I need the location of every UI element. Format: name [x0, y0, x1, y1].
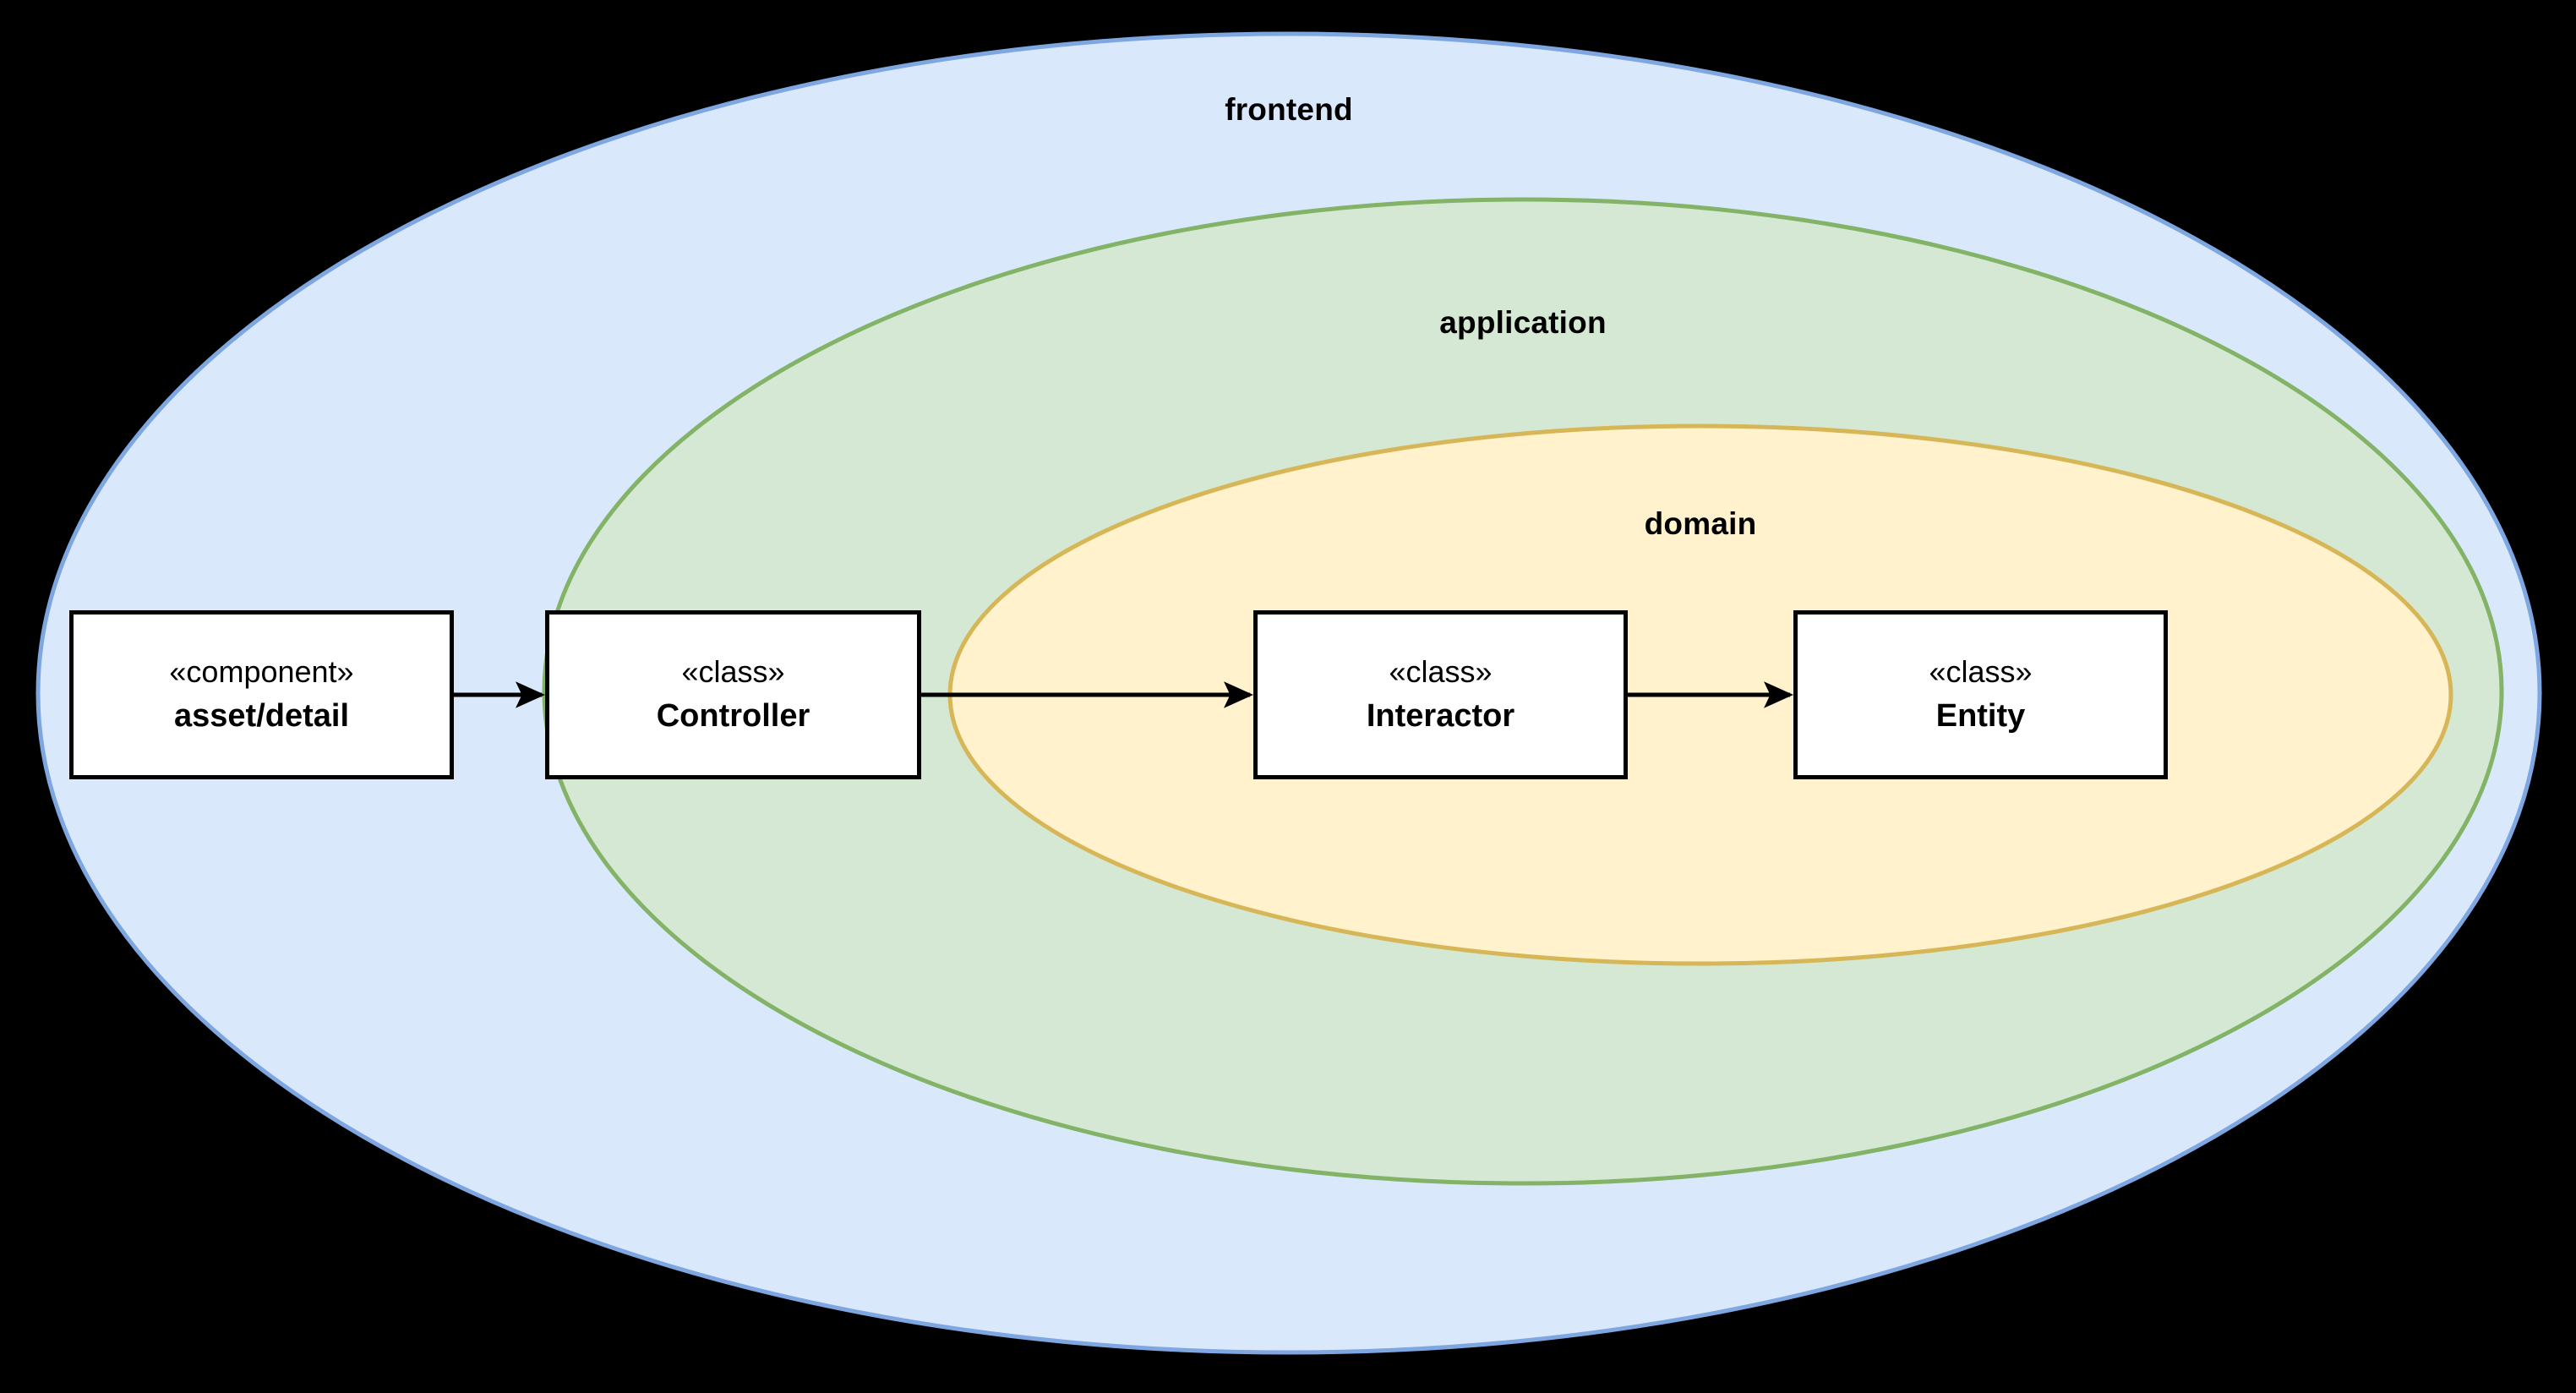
uml-box-controller[interactable]: «class» Controller — [545, 610, 921, 779]
uml-name-entity: Entity — [1935, 697, 2026, 734]
uml-box-interactor[interactable]: «class» Interactor — [1253, 610, 1628, 779]
uml-stereotype-controller: «class» — [681, 653, 785, 689]
uml-box-entity[interactable]: «class» Entity — [1793, 610, 2168, 779]
uml-name-controller: Controller — [656, 697, 810, 734]
uml-name-asset-detail: asset/detail — [174, 697, 349, 734]
layer-label-application: application — [1439, 305, 1607, 340]
uml-box-asset-detail[interactable]: «component» asset/detail — [69, 610, 454, 779]
uml-stereotype-entity: «class» — [1929, 653, 2033, 689]
uml-stereotype-asset-detail: «component» — [169, 653, 354, 689]
layer-label-frontend: frontend — [1225, 92, 1353, 127]
uml-stereotype-interactor: «class» — [1389, 653, 1493, 689]
layer-label-domain: domain — [1644, 506, 1757, 541]
uml-name-interactor: Interactor — [1366, 697, 1515, 734]
